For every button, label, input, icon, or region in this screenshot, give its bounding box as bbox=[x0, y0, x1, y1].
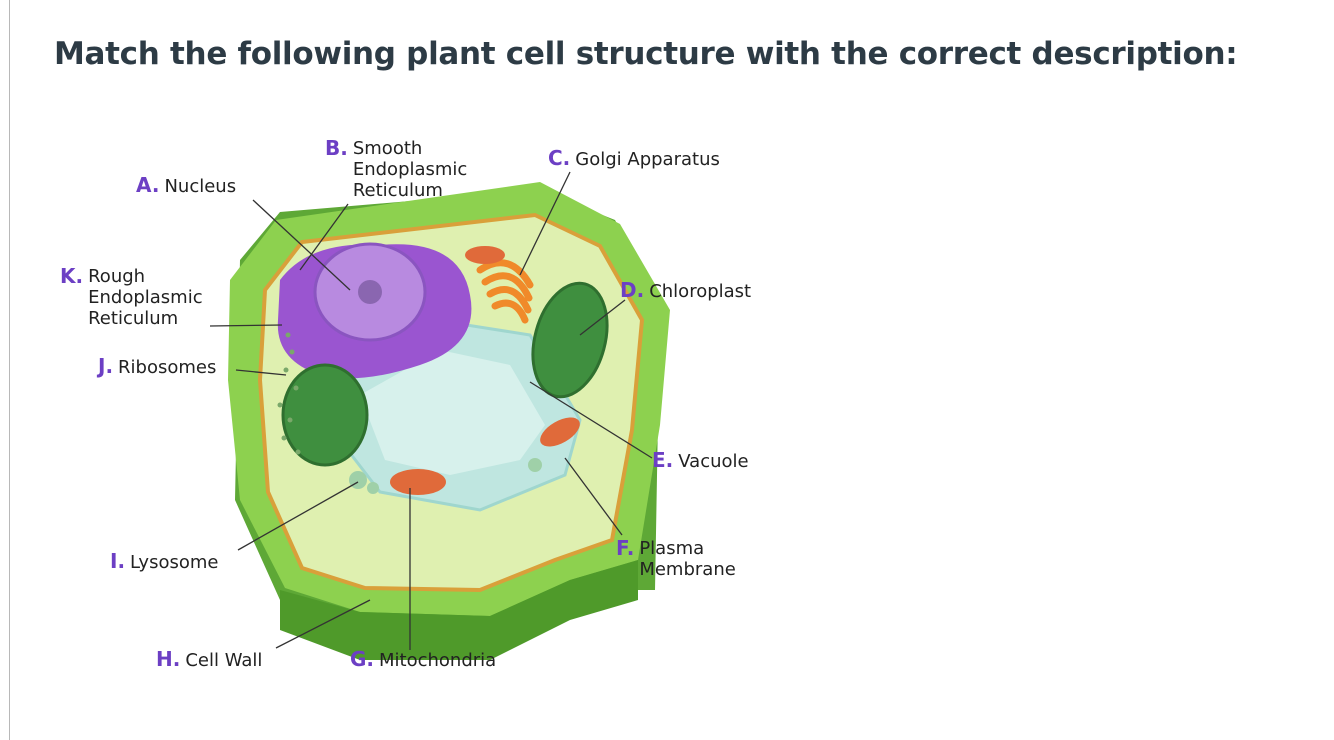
left-border bbox=[9, 0, 10, 740]
label-a-nucleus: A.Nucleus bbox=[136, 173, 237, 198]
label-e-vacuole: E.Vacuole bbox=[652, 448, 749, 473]
label-j-ribosomes: J.Ribosomes bbox=[98, 354, 217, 379]
chloroplast-right bbox=[531, 281, 609, 399]
question-title: Match the following plant cell structure… bbox=[54, 36, 1238, 72]
lysosome bbox=[528, 458, 542, 472]
golgi-apparatus bbox=[476, 259, 534, 324]
mitochondrion-bottom bbox=[390, 469, 446, 495]
label-i-lysosome: I.Lysosome bbox=[110, 549, 219, 574]
label-c-golgi: C.Golgi Apparatus bbox=[548, 146, 720, 171]
vacuole-inner bbox=[360, 350, 545, 475]
leader-lines bbox=[209, 171, 653, 650]
mitochondrion-right bbox=[540, 417, 580, 447]
cell-wall-front-bottom bbox=[280, 560, 638, 660]
chloroplast-left bbox=[281, 363, 369, 467]
label-g-mitochondria: G.Mitochondria bbox=[350, 647, 497, 672]
mitochondrion-top bbox=[465, 246, 505, 264]
label-d-chloroplast: D.Chloroplast bbox=[620, 278, 752, 303]
lysosome bbox=[367, 482, 379, 494]
label-h-cell-wall: H.Cell Wall bbox=[156, 647, 263, 672]
plant-cell-illustration bbox=[209, 171, 670, 660]
ribosomes bbox=[277, 332, 301, 455]
nucleolus bbox=[358, 280, 382, 304]
